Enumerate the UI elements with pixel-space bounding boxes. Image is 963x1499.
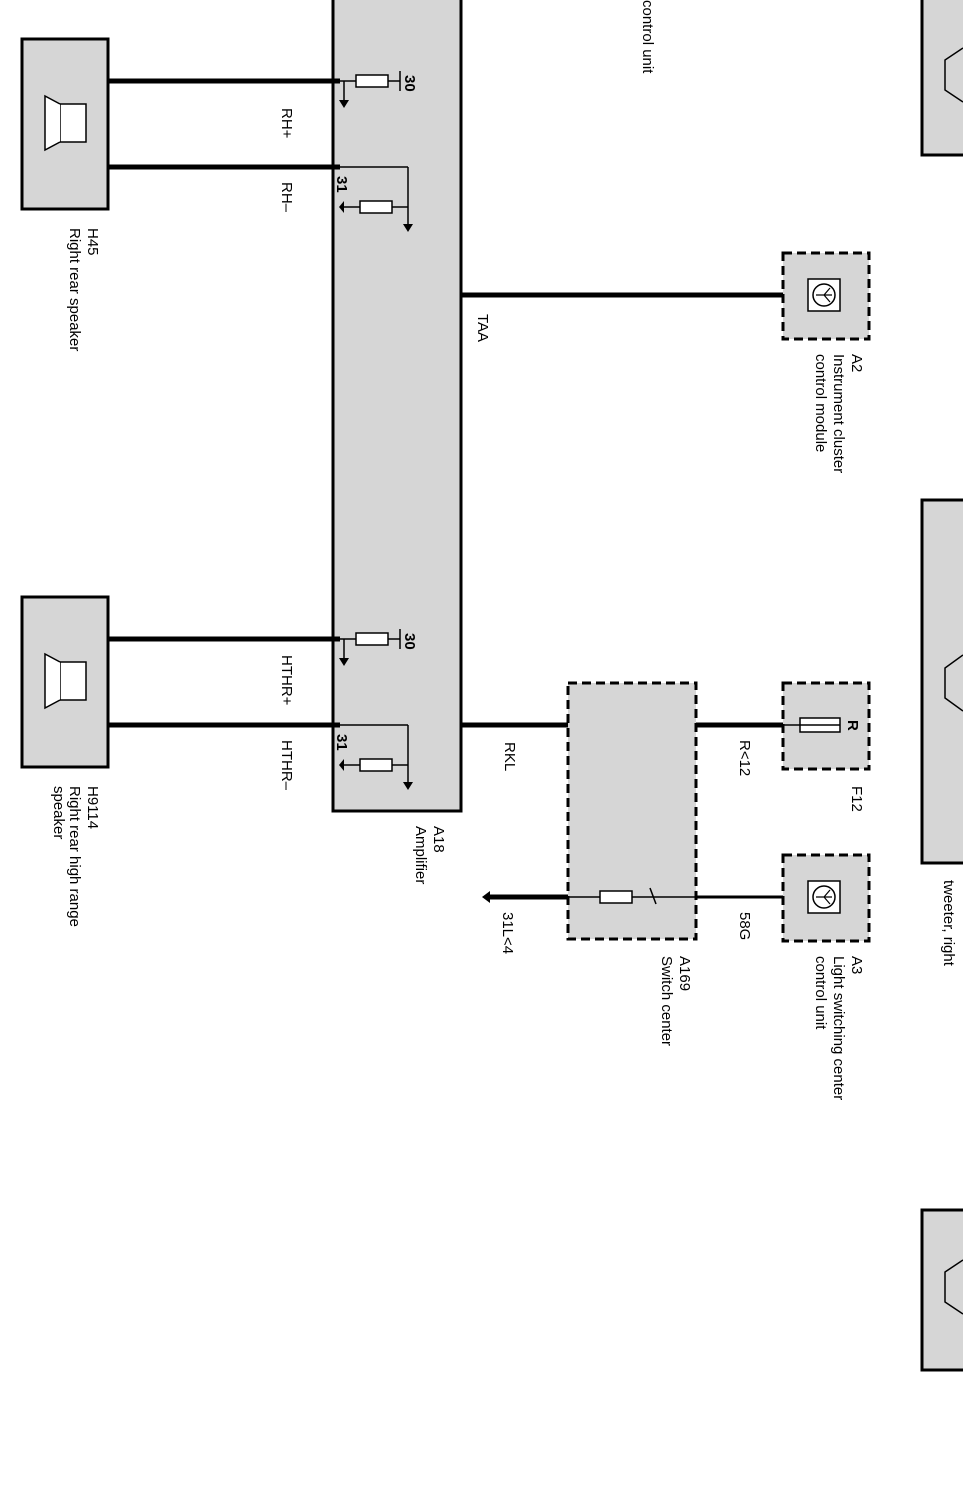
a3-name-line2: control unit <box>812 956 829 1030</box>
pin-31-label: 31 <box>333 734 350 751</box>
a18-name: Amplifier <box>412 826 429 884</box>
module-a169 <box>566 681 698 941</box>
wire-label-taa: TAA <box>474 314 491 342</box>
wire-label-rkl: RKL <box>501 742 518 771</box>
partial-component-top-right <box>920 0 963 157</box>
a169-code: A169 <box>676 956 693 991</box>
a3-name-line1: Light switching center <box>830 956 847 1100</box>
h45-code: H45 <box>84 228 101 256</box>
module-a2 <box>781 251 871 341</box>
speaker-icon <box>944 47 963 103</box>
f12-code: F12 <box>848 786 865 812</box>
ground-symbol <box>482 891 490 903</box>
fuse-f12 <box>781 681 871 771</box>
speaker-h9114 <box>20 595 110 769</box>
h9114-code: H9114 <box>84 786 101 829</box>
a18-code: A18 <box>430 826 447 853</box>
pin-31-label: 31 <box>333 176 350 193</box>
wire-label-rh-minus: RH– <box>278 182 295 213</box>
wire-label-rh-plus: RH+ <box>278 108 295 139</box>
a2-name-line2: control module <box>812 354 829 452</box>
wire-label-hthr-plus: HTHR+ <box>278 655 295 706</box>
wire-label-hthr-minus: HTHR– <box>278 740 295 791</box>
amplifier-a18-box <box>331 0 463 813</box>
module-a3 <box>781 853 871 943</box>
wire-label-31l: 31L<4 <box>499 912 516 954</box>
a169-name: Switch center <box>658 956 675 1046</box>
partial-component-bottom-right <box>920 1208 963 1372</box>
internal-circuit-hthr-minus <box>339 724 413 790</box>
wire-label-58g: 58G <box>736 912 753 940</box>
speaker-icon <box>44 652 87 710</box>
speaker-icon <box>44 94 87 152</box>
wire-label-r12: R<12 <box>736 740 753 776</box>
h45-name: Right rear speaker <box>66 228 83 351</box>
a2-name-line1: Instrument cluster <box>830 354 847 473</box>
pin-30-label: 30 <box>401 75 418 92</box>
a2-code: A2 <box>848 354 865 372</box>
a3-code: A3 <box>848 956 865 974</box>
h9114-name-line1: Right rear high range <box>66 786 83 927</box>
internal-circuit-rh-plus <box>339 71 401 108</box>
partial-component-tweeter-right <box>920 498 963 865</box>
speaker-icon <box>944 1259 963 1315</box>
pin-30-label: 30 <box>401 633 418 650</box>
speaker-h45 <box>20 37 110 211</box>
internal-circuit-rh-minus <box>339 166 413 232</box>
h9114-name-line2: speaker <box>50 786 67 839</box>
fuse-r-label: R <box>844 720 861 731</box>
tweeter-cut-label: tweeter, right <box>940 880 957 967</box>
internal-circuit-hthr-plus <box>339 629 401 666</box>
speaker-icon <box>944 654 963 712</box>
top-cut-label: control unit <box>639 0 656 74</box>
